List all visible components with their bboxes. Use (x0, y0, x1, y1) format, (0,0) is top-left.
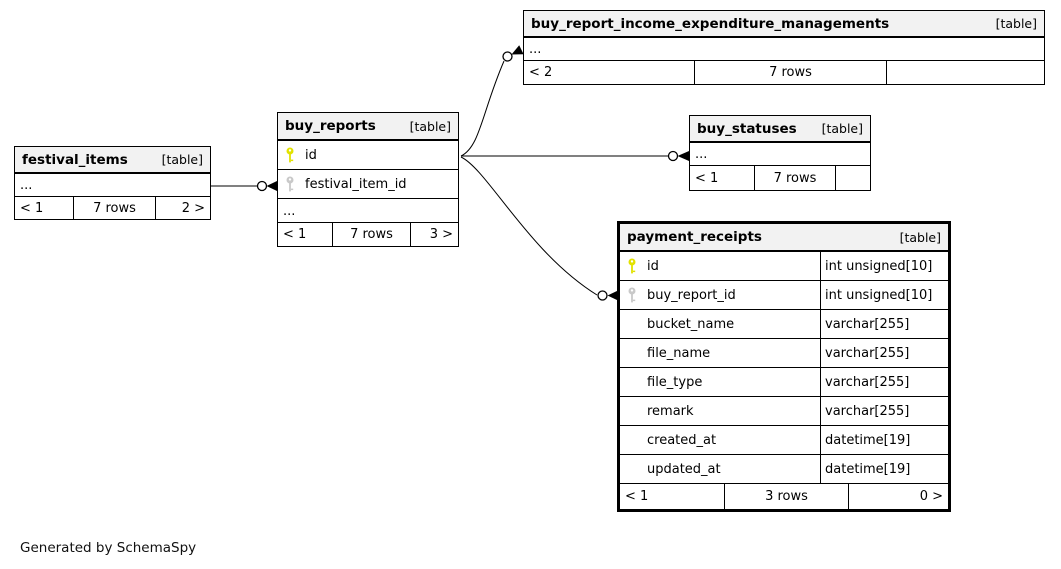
table-header[interactable]: buy_reports [table] (278, 113, 458, 141)
table-tag: [table] (821, 121, 863, 136)
footer-row-count: 7 rows (695, 61, 887, 84)
foreign-key-icon (626, 287, 638, 304)
table-name[interactable]: payment_receipts (627, 229, 762, 245)
footer-children (836, 166, 870, 190)
column-name: id (305, 147, 317, 163)
relationship-circle (256, 180, 268, 192)
footer-children: 0 > (919, 489, 943, 504)
column-row-id: id int unsigned[10] (620, 252, 948, 281)
table-name[interactable]: festival_items (22, 151, 128, 168)
table-buy-reports[interactable]: buy_reports [table] id festival_item_id … (277, 112, 459, 247)
relationship-arrowhead (511, 45, 524, 55)
relationship-circle (502, 51, 513, 62)
column-type: int unsigned[10] (820, 281, 948, 309)
footer-parents: < 1 (620, 484, 725, 509)
column-type: int unsigned[10] (820, 252, 948, 280)
table-tag: [table] (995, 16, 1037, 31)
column-row-created-at: created_at datetime[19] (620, 426, 948, 455)
column-name: id (647, 258, 659, 274)
table-buy-report-income-expenditure-managements[interactable]: buy_report_income_expenditure_management… (523, 10, 1045, 85)
table-tag: [table] (899, 229, 941, 245)
column-row-file-name: file_name varchar[255] (620, 339, 948, 368)
table-footer: < 2 7 rows (524, 61, 1044, 84)
table-header[interactable]: payment_receipts [table] (620, 224, 948, 252)
table-tag: [table] (161, 152, 203, 167)
column-row-festival-item-id: festival_item_id (278, 170, 458, 199)
footer-parents: < 1 (15, 197, 74, 219)
footer-parents: < 1 (278, 223, 333, 246)
relationship-circle (667, 150, 679, 162)
relationship-line-buy-reports-income-expenditure (460, 60, 505, 157)
footer-children: 2 > (181, 200, 205, 216)
table-footer: < 1 7 rows 2 > (15, 197, 210, 219)
column-type: datetime[19] (820, 455, 948, 483)
column-type: varchar[255] (820, 368, 948, 396)
column-type: varchar[255] (820, 339, 948, 367)
table-payment-receipts[interactable]: payment_receipts [table] id int unsigned… (617, 221, 951, 512)
generated-by-note: Generated by SchemaSpy (20, 540, 197, 556)
table-festival-items[interactable]: festival_items [table] ... < 1 7 rows 2 … (14, 146, 211, 220)
footer-parents: < 1 (690, 166, 755, 190)
column-row-updated-at: updated_at datetime[19] (620, 455, 948, 484)
column-name: buy_report_id (647, 287, 736, 303)
column-row-id: id (278, 141, 458, 170)
column-type: varchar[255] (820, 310, 948, 338)
footer-row-count: 3 rows (725, 484, 849, 509)
table-header[interactable]: festival_items [table] (15, 147, 210, 174)
column-name: bucket_name (647, 316, 735, 332)
column-name: festival_item_id (305, 176, 407, 192)
footer-row-count: 7 rows (333, 223, 411, 246)
footer-parents: < 2 (524, 61, 695, 84)
foreign-key-icon (284, 176, 296, 193)
column-type: varchar[255] (820, 397, 948, 425)
table-tag: [table] (409, 118, 451, 134)
table-name[interactable]: buy_reports (285, 118, 376, 134)
footer-children: 3 > (429, 227, 453, 242)
relationship-arrowhead (266, 181, 277, 191)
table-buy-statuses[interactable]: buy_statuses [table] ... < 1 7 rows (689, 115, 871, 191)
table-footer: < 1 7 rows (690, 166, 870, 190)
ellipsis-row: ... (15, 174, 210, 197)
relationship-circle (597, 290, 608, 301)
footer-children (887, 61, 1044, 84)
ellipsis-row: ... (524, 38, 1044, 61)
column-name: file_type (647, 374, 703, 390)
table-footer: < 1 7 rows 3 > (278, 223, 458, 246)
footer-row-count: 7 rows (755, 166, 836, 190)
ellipsis-row: ... (278, 199, 458, 223)
column-row-remark: remark varchar[255] (620, 397, 948, 426)
column-name: remark (647, 403, 694, 419)
column-row-buy-report-id: buy_report_id int unsigned[10] (620, 281, 948, 310)
ellipsis-row: ... (690, 143, 870, 166)
column-name: updated_at (647, 461, 721, 477)
table-header[interactable]: buy_report_income_expenditure_management… (524, 11, 1044, 38)
footer-row-count: 7 rows (74, 197, 156, 219)
table-name[interactable]: buy_statuses (697, 120, 797, 137)
primary-key-icon (626, 258, 638, 275)
relationship-arrowhead (607, 290, 618, 301)
table-footer: < 1 3 rows 0 > (620, 484, 948, 509)
column-row-file-type: file_type varchar[255] (620, 368, 948, 397)
relationship-arrowhead (677, 151, 689, 161)
relationship-line-buy-reports-payment-receipts (460, 156, 598, 296)
primary-key-icon (284, 147, 296, 164)
table-name[interactable]: buy_report_income_expenditure_management… (531, 15, 890, 32)
column-name: file_name (647, 345, 711, 361)
column-row-bucket-name: bucket_name varchar[255] (620, 310, 948, 339)
column-type: datetime[19] (820, 426, 948, 454)
column-name: created_at (647, 432, 717, 448)
table-header[interactable]: buy_statuses [table] (690, 116, 870, 143)
